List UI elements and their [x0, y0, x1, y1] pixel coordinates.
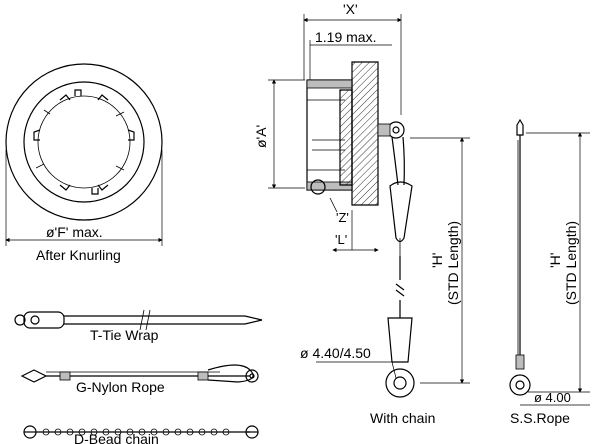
section-view — [268, 14, 470, 398]
g-nylon-rope-view — [20, 364, 259, 383]
ss-rope-label: S.S.Rope — [510, 410, 570, 426]
h-dimension-chain-label: 'H' — [429, 253, 445, 268]
z-dimension-label: 'Z' — [336, 210, 349, 225]
after-knurling-label: After Knurling — [36, 247, 121, 263]
d-bead-chain-view — [23, 425, 259, 439]
ss-rope-view — [509, 118, 590, 406]
front-view — [5, 63, 163, 246]
a-dimension-label: ø'A' — [253, 125, 269, 148]
with-chain-label: With chain — [370, 410, 435, 426]
t-tie-wrap-label: T-Tie Wrap — [90, 327, 159, 343]
x-dimension-label: 'X' — [343, 1, 358, 17]
g-nylon-rope-label: G-Nylon Rope — [76, 379, 165, 395]
t-tie-wrap-view — [14, 309, 263, 331]
h-dimension-rope-label: 'H' — [547, 253, 563, 268]
diameter-rope-label: ø 4.00 — [534, 390, 571, 405]
l-dimension-label: 'L' — [335, 232, 347, 247]
std-length-rope-label: (STD Length) — [563, 221, 579, 305]
f-dimension-label: ø'F' max. — [46, 224, 103, 240]
d-bead-chain-label: D-Bead chain — [74, 431, 159, 444]
diameter-chain-label: ø 4.40/4.50 — [300, 345, 371, 361]
max-dimension-label: 1.19 max. — [315, 29, 376, 45]
std-length-chain-label: (STD Length) — [445, 221, 461, 305]
